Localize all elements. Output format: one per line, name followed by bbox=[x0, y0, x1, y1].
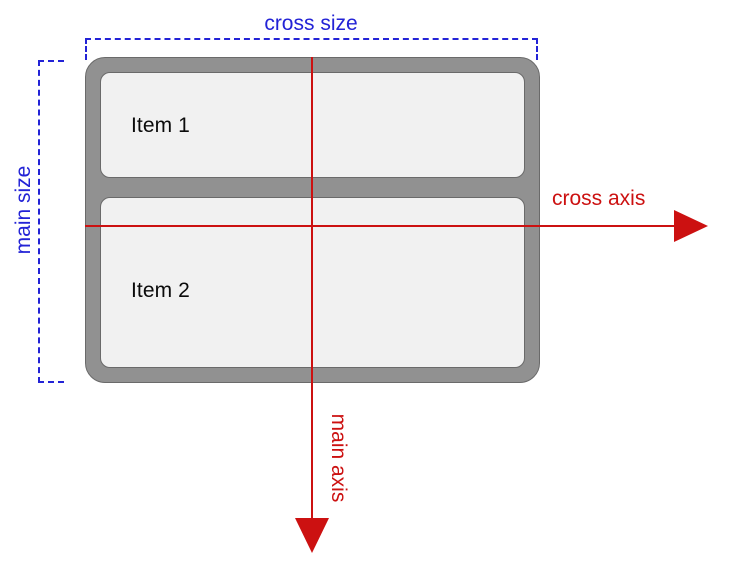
main-size-tick-top bbox=[38, 60, 64, 62]
main-size-label: main size bbox=[10, 148, 38, 272]
cross-axis-label: cross axis bbox=[552, 187, 646, 210]
flex-item-2-label: Item 2 bbox=[131, 279, 190, 302]
cross-size-tick-left bbox=[85, 38, 87, 60]
cross-axis-line bbox=[85, 225, 677, 227]
flex-item-1-label: Item 1 bbox=[131, 113, 190, 137]
cross-size-label: cross size bbox=[249, 10, 373, 38]
main-axis-label: main axis bbox=[327, 413, 350, 503]
cross-size-tick-right bbox=[536, 38, 538, 60]
cross-axis-arrowhead-icon bbox=[674, 210, 708, 242]
main-size-bracket bbox=[38, 60, 40, 383]
main-axis-arrowhead-icon bbox=[295, 518, 329, 553]
main-axis-line bbox=[311, 57, 313, 521]
main-size-tick-bottom bbox=[38, 381, 64, 383]
cross-size-bracket bbox=[85, 38, 538, 40]
